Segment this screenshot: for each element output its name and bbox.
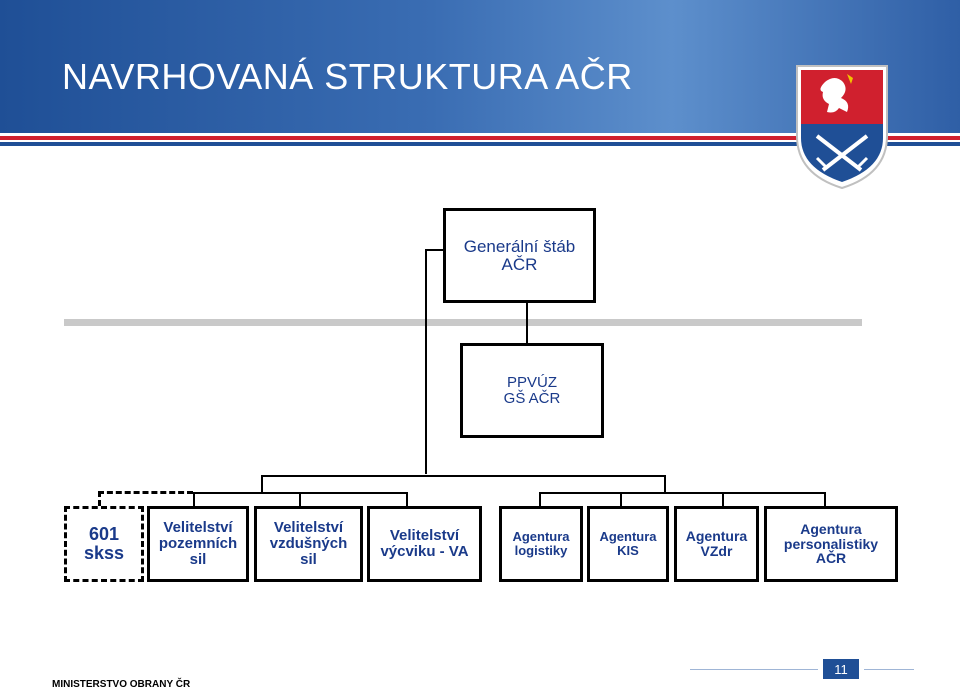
box-vps-line3: sil [189,550,207,568]
box-avz-line1: Agentura [685,528,748,545]
box-ak-line1: Agentura [599,529,657,545]
box-vps-line2: pozemních [158,535,238,553]
box-vvs-line2: vzdušných [269,535,348,553]
box-velitelstvi-vzdusnych-sil: Velitelství vzdušných sil [254,506,363,582]
header-stripe-red [0,136,960,140]
box-ak-line2: KIS [617,543,639,558]
box-general-staff-line2: AČR [501,254,538,274]
box-ppvuz: PPVÚZ GŠ AČR [460,343,604,438]
box-ap-line1: Agentura [800,520,862,537]
tick-2 [299,492,301,506]
box-al-line1: Agentura [512,529,570,545]
box-velitelstvi-vycviku: Velitelství výcviku - VA [367,506,482,582]
tick-7 [824,492,826,506]
connector-left-vertical [425,249,427,474]
box-avz-line2: VZdr [700,543,733,559]
box-601-skss-line2: skss [83,543,125,563]
tick-3 [406,492,408,506]
box-agentura-logistiky: Agentura logistiky [499,506,583,582]
box-ppvuz-line1: PPVÚZ [506,373,557,391]
box-agentura-vzdr: Agentura VZdr [674,506,759,582]
tick-6 [722,492,724,506]
tick-1 [193,492,195,506]
box-agentura-kis: Agentura KIS [587,506,669,582]
box-ppvuz-line2: GŠ AČR [503,389,561,407]
page-line-right [864,669,914,670]
connector-horizontal-right [539,492,826,494]
page-number: 11 [823,659,859,679]
box-agentura-personalistiky: Agentura personalistiky AČR [764,506,898,582]
box-vvs-line3: sil [300,550,317,568]
box-vvs-line1: Velitelství [273,519,344,537]
box-601-skss: 601 skss [64,506,144,582]
box-general-staff: Generální štáb AČR [443,208,596,303]
tick-4 [539,492,541,506]
box-general-staff-line1: Generální štáb [463,236,576,256]
header-stripe-white-2 [0,140,960,142]
header-stripe-white [0,133,960,136]
tick-5 [620,492,622,506]
box-601-skss-line1: 601 [88,524,120,545]
footer-ministry: MINISTERSTVO OBRANY ČR [52,679,191,690]
box-velitelstvi-pozemnich-sil: Velitelství pozemních sil [147,506,249,582]
box-ap-line2: personalistiky [783,535,879,552]
box-vps-line1: Velitelství [163,519,233,537]
slide-title: NAVRHOVANÁ STRUKTURA AČR [62,56,633,97]
dashed-connector-drop [98,491,101,506]
connector-left-top [425,249,444,251]
box-vv-line1: Velitelství [389,527,460,545]
page-line-left [690,669,818,670]
separator-bar [64,319,862,326]
army-emblem-icon [796,65,888,190]
box-vv-line2: výcviku - VA [380,543,469,560]
connector-drop-right [664,475,666,492]
box-ap-line3: AČR [815,550,847,567]
connector-drop-left [261,475,263,492]
header-stripe-blue [0,142,960,146]
connector-mid-vertical [526,303,528,344]
connector-horizontal-upper [261,475,666,477]
dashed-connector-top [98,491,193,494]
box-al-line2: logistiky [514,543,568,558]
